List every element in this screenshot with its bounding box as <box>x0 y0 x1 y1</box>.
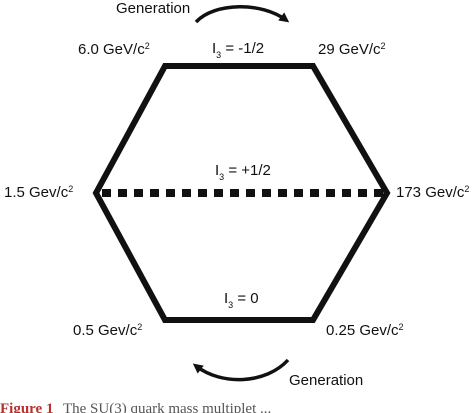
hexagon-outline <box>92 63 391 323</box>
generation-arrow-top <box>194 5 290 24</box>
mass-label-bottom-left: 0.5 Gev/c2 <box>73 322 142 339</box>
generation-arrow-bottom <box>192 358 290 382</box>
generation-label-top: Generation <box>116 0 190 17</box>
mass-label-bottom-right: 0.25 Gev/c2 <box>326 322 404 339</box>
figure-caption-label: Figure 1 <box>0 401 53 413</box>
i3-level-top: I3 = -1/2 <box>212 40 264 60</box>
figure-caption-text: The SU(3) quark mass multiplet ... <box>63 401 271 413</box>
i3-level-bottom: I3 = 0 <box>224 290 259 310</box>
mass-label-mid-right: 173 Gev/c2 <box>396 184 469 201</box>
i3-level-middle: I3 = +1/2 <box>215 162 271 182</box>
mass-label-top-left: 6.0 GeV/c2 <box>78 41 150 58</box>
mass-label-top-right: 29 GeV/c2 <box>318 41 386 58</box>
generation-label-bottom: Generation <box>289 372 363 389</box>
figure-caption: Figure 1 The SU(3) quark mass multiplet … <box>0 401 271 413</box>
mass-label-mid-left: 1.5 Gev/c2 <box>4 184 73 201</box>
